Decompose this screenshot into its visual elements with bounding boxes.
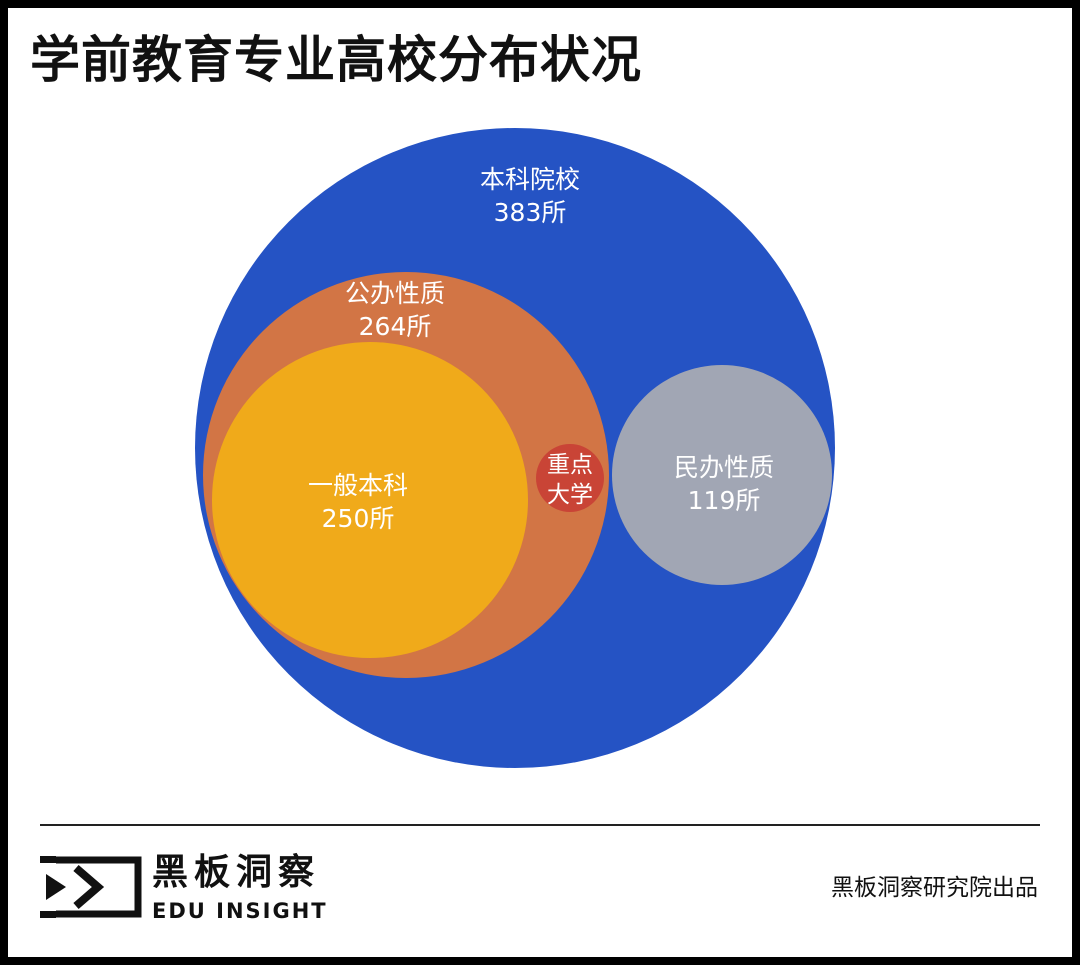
private-count-label: 119所 — [688, 486, 761, 515]
key-university-label-line1: 重点 — [547, 452, 593, 478]
undergrad-count-label: 383所 — [494, 198, 567, 227]
logo-chinese-name: 黑板洞察 — [152, 852, 321, 893]
logo-english-name: EDU INSIGHT — [152, 899, 328, 923]
credit-text: 黑板洞察研究院出品 — [831, 875, 1038, 901]
undergrad-name-label: 本科院校 — [480, 165, 580, 194]
public-count-label: 264所 — [359, 312, 432, 341]
private-name-label: 民办性质 — [674, 453, 774, 482]
public-name-label: 公办性质 — [345, 279, 445, 308]
key-university-label-line2: 大学 — [547, 482, 593, 508]
general-name-label: 一般本科 — [308, 471, 408, 500]
footer-divider — [40, 824, 1040, 826]
general-count-label: 250所 — [322, 504, 395, 533]
edu-insight-logo-icon — [40, 856, 142, 918]
circle-private — [612, 365, 832, 585]
circle-key-university — [536, 444, 604, 512]
circle-general — [212, 342, 528, 658]
page-title: 学前教育专业高校分布状况 — [30, 31, 642, 89]
